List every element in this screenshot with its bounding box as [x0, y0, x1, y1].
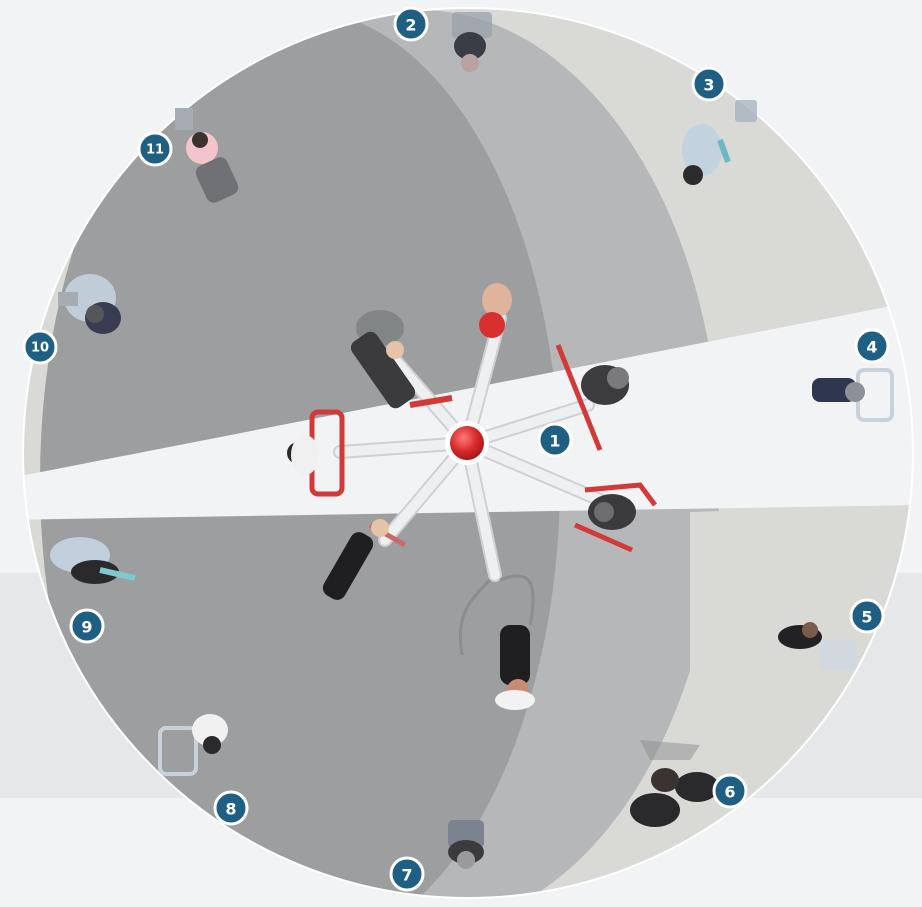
badge-station-7: 7 — [391, 858, 423, 890]
badge-station-3: 3 — [693, 68, 725, 100]
badge-label: 9 — [81, 618, 92, 637]
badge-label: 5 — [861, 608, 872, 627]
badge-label: 8 — [225, 800, 236, 819]
badge-station-11: 11 — [139, 133, 171, 165]
badge-station-9: 9 — [71, 610, 103, 642]
badge-label: 11 — [146, 143, 164, 158]
badge-label: 6 — [724, 783, 735, 802]
badge-station-6: 6 — [714, 775, 746, 807]
badge-station-1: 1 — [539, 424, 571, 456]
badge-label: 7 — [401, 866, 412, 885]
hub-ball — [450, 426, 484, 460]
badge-station-10: 10 — [24, 331, 56, 363]
badge-label: 1 — [549, 432, 560, 451]
badge-label: 3 — [703, 76, 714, 95]
badge-label: 2 — [405, 16, 416, 35]
badge-station-2: 2 — [395, 8, 427, 40]
badge-station-5: 5 — [851, 600, 883, 632]
badge-label: 10 — [31, 341, 49, 356]
badge-label: 4 — [866, 338, 877, 357]
badge-station-8: 8 — [215, 792, 247, 824]
outer-zone-lower-right — [690, 505, 922, 907]
badge-station-4: 4 — [856, 330, 888, 362]
